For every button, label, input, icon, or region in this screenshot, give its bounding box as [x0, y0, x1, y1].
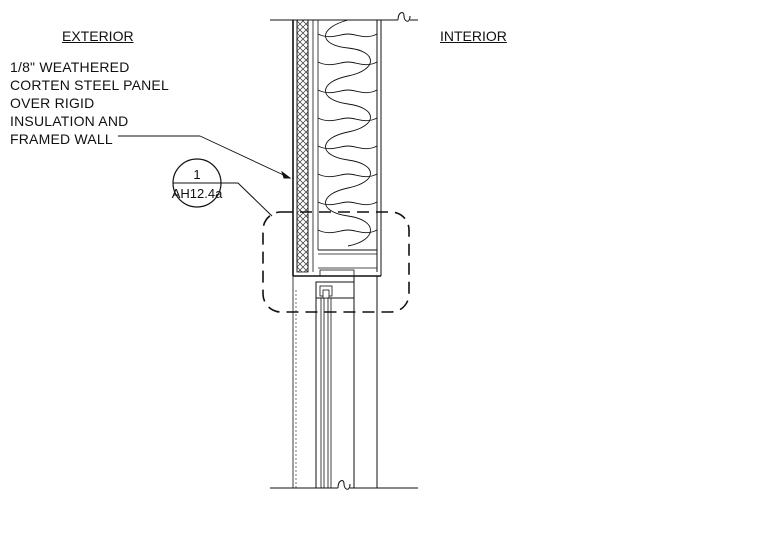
callout-sheet: AH12.4a	[172, 186, 223, 201]
wall-note-line-4: INSULATION AND	[10, 113, 129, 129]
exterior-heading: EXTERIOR	[62, 28, 134, 44]
wall-note-line-1: 1/8" WEATHERED	[10, 59, 130, 75]
wall-note-line-2: CORTEN STEEL PANEL	[10, 77, 169, 93]
detail-callout[interactable]: 1 AH12.4a	[172, 158, 223, 208]
interior-heading: INTERIOR	[440, 28, 507, 44]
detail-boundary	[262, 211, 410, 313]
wall-note-line-5: FRAMED WALL	[10, 131, 113, 147]
note-leader	[118, 135, 292, 179]
window-head	[315, 269, 355, 299]
top-break-line	[270, 12, 418, 22]
callout-number: 1	[193, 167, 200, 182]
batt-insulation	[317, 19, 378, 247]
bottom-break-line	[270, 480, 418, 490]
lower-wall	[292, 276, 378, 488]
callout-leader	[221, 182, 273, 217]
wall-note-line-3: OVER RIGID	[10, 95, 95, 111]
rigid-insulation-hatch	[296, 19, 309, 273]
